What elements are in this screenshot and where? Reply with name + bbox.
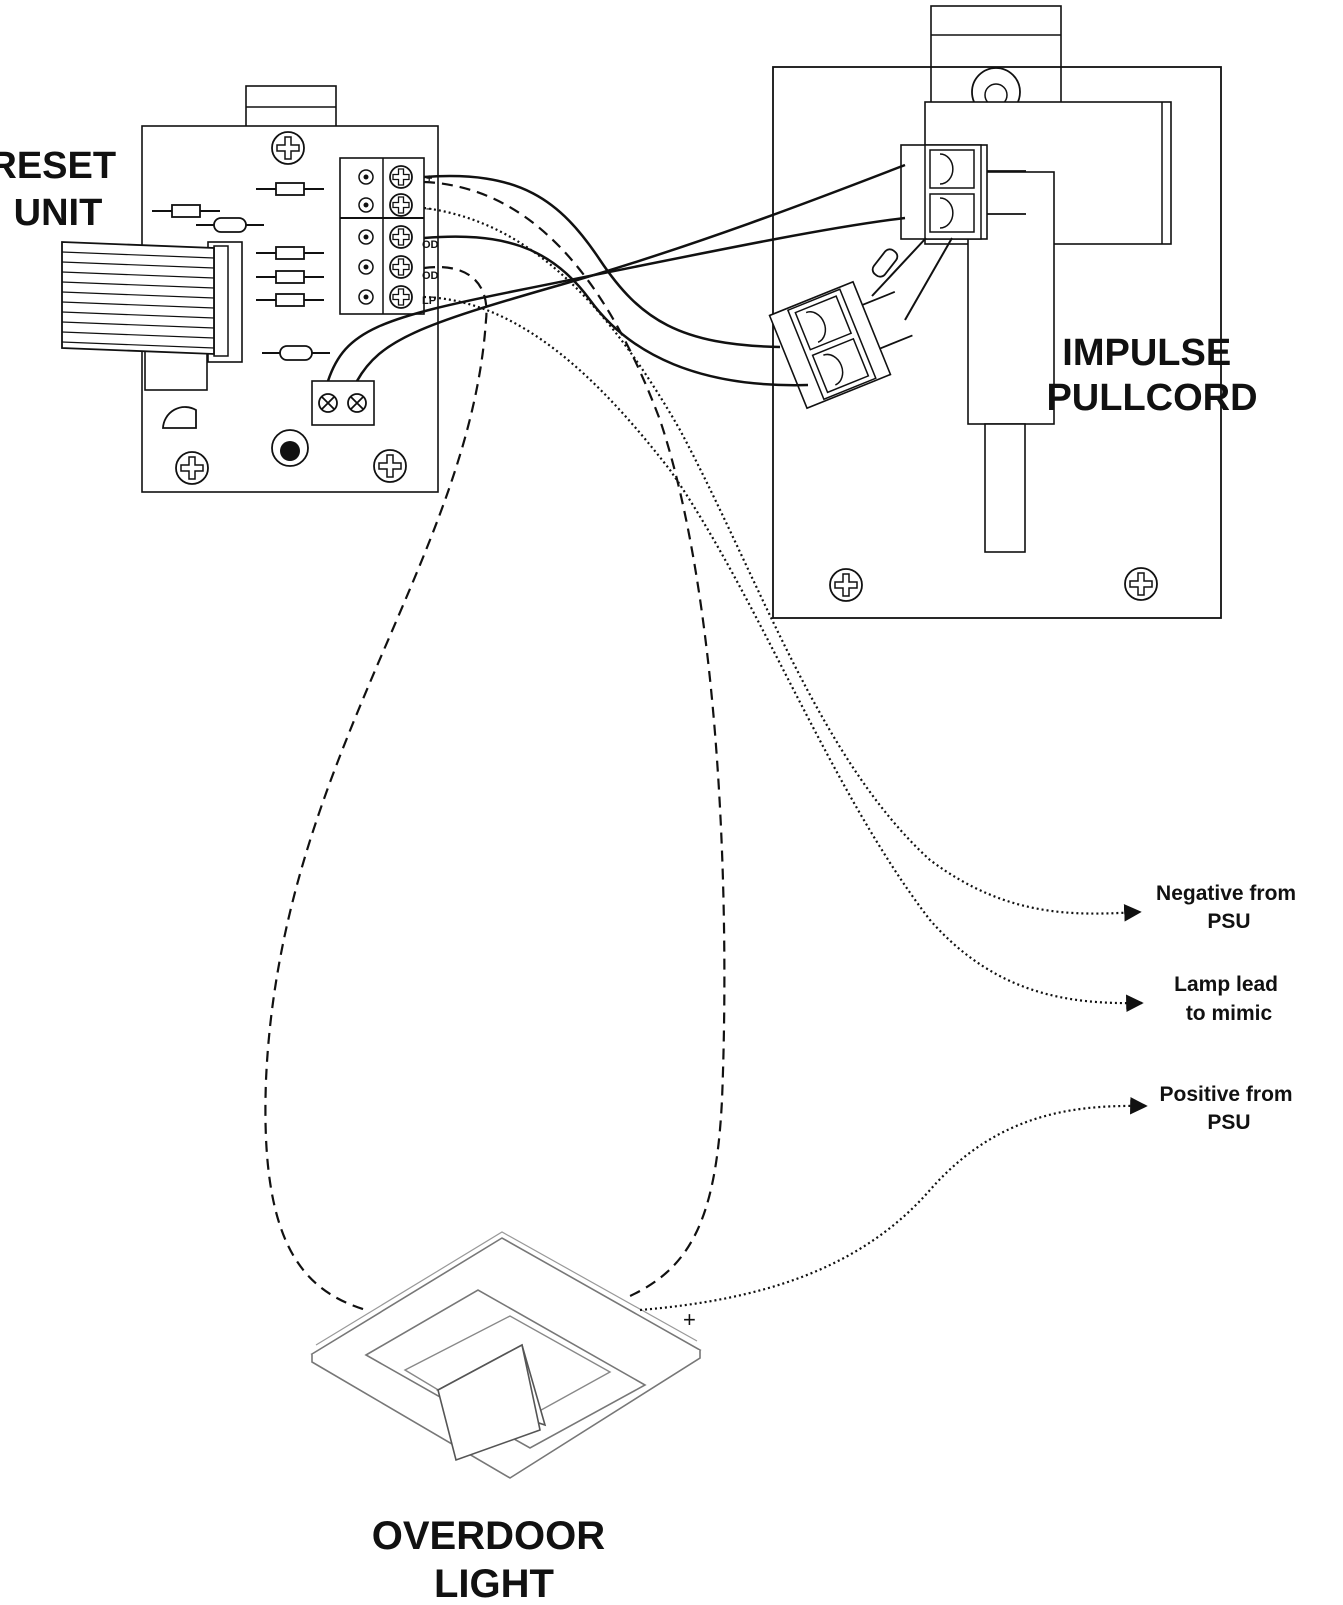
- negative-psu-label-line1: Negative from: [1156, 882, 1296, 905]
- overdoor-light-label-line2: LIGHT: [434, 1562, 554, 1605]
- svg-text:Negative from PSU: Negative from PSU: [1156, 882, 1302, 933]
- solid-wires: [326, 163, 906, 387]
- overdoor-light-label-line1: OVERDOOR: [372, 1514, 605, 1558]
- terminal-screw-icon: [389, 285, 413, 309]
- light-polarity-label: +: [683, 1307, 696, 1332]
- screw-icon: [271, 131, 305, 165]
- svg-text:IMPULSE PULLCORD: IMPULSE PULLCORD: [1046, 332, 1257, 419]
- pullcord-label-line1: IMPULSE: [1062, 332, 1231, 374]
- terminal-label-od1: OD: [422, 239, 439, 251]
- reset-terminal-block: [339, 157, 425, 315]
- terminal-screw-icon: [389, 225, 413, 249]
- screw-icon: [829, 568, 863, 602]
- pullcord-terminal-lower: [768, 280, 913, 410]
- ribbon-cable: [61, 241, 215, 355]
- lamp-lead-label-line1: Lamp lead: [1174, 973, 1278, 996]
- terminal-label-plus: +: [426, 173, 432, 185]
- positive-psu-label-line1: Positive from: [1160, 1083, 1293, 1106]
- svg-text:OVERDOOR LIGHT: OVERDOOR LIGHT: [372, 1514, 616, 1605]
- positive-psu-label-line2: PSU: [1207, 1111, 1250, 1134]
- screw-icon: [1124, 567, 1158, 601]
- svg-text:RESET UNIT: RESET UNIT: [0, 145, 127, 234]
- reset-unit-label-line1: RESET: [0, 145, 116, 187]
- reset-unit: + – OD OD LP: [61, 85, 439, 493]
- impulse-pullcord: [768, 5, 1222, 619]
- terminal-screw-icon: [389, 165, 413, 189]
- screw-icon: [175, 451, 209, 485]
- screw-icon: [373, 449, 407, 483]
- pullcord-label-line2: PULLCORD: [1046, 377, 1257, 419]
- negative-psu-label-line2: PSU: [1207, 910, 1250, 933]
- reset-unit-label-line2: UNIT: [14, 192, 103, 234]
- sensor-icon: [162, 406, 197, 429]
- pullcord-backplate: [772, 66, 1222, 619]
- dashed-wires: [264, 180, 726, 1312]
- svg-text:Positive from PSU: Positive from PSU: [1160, 1083, 1299, 1134]
- pullcord-terminal-upper: [900, 144, 1026, 240]
- reset-pullcord-terminal: [311, 380, 375, 426]
- terminal-screw-icon: [389, 255, 413, 279]
- lamp-lead-label-line2: to mimic: [1186, 1002, 1273, 1025]
- overdoor-light: +: [310, 1231, 702, 1479]
- terminal-label-od2: OD: [422, 270, 439, 282]
- dotted-wires: [423, 206, 1148, 1312]
- svg-text:Lamp lead to mimic: Lamp lead to mimic: [1174, 973, 1284, 1025]
- terminal-screw-icon: [389, 193, 413, 217]
